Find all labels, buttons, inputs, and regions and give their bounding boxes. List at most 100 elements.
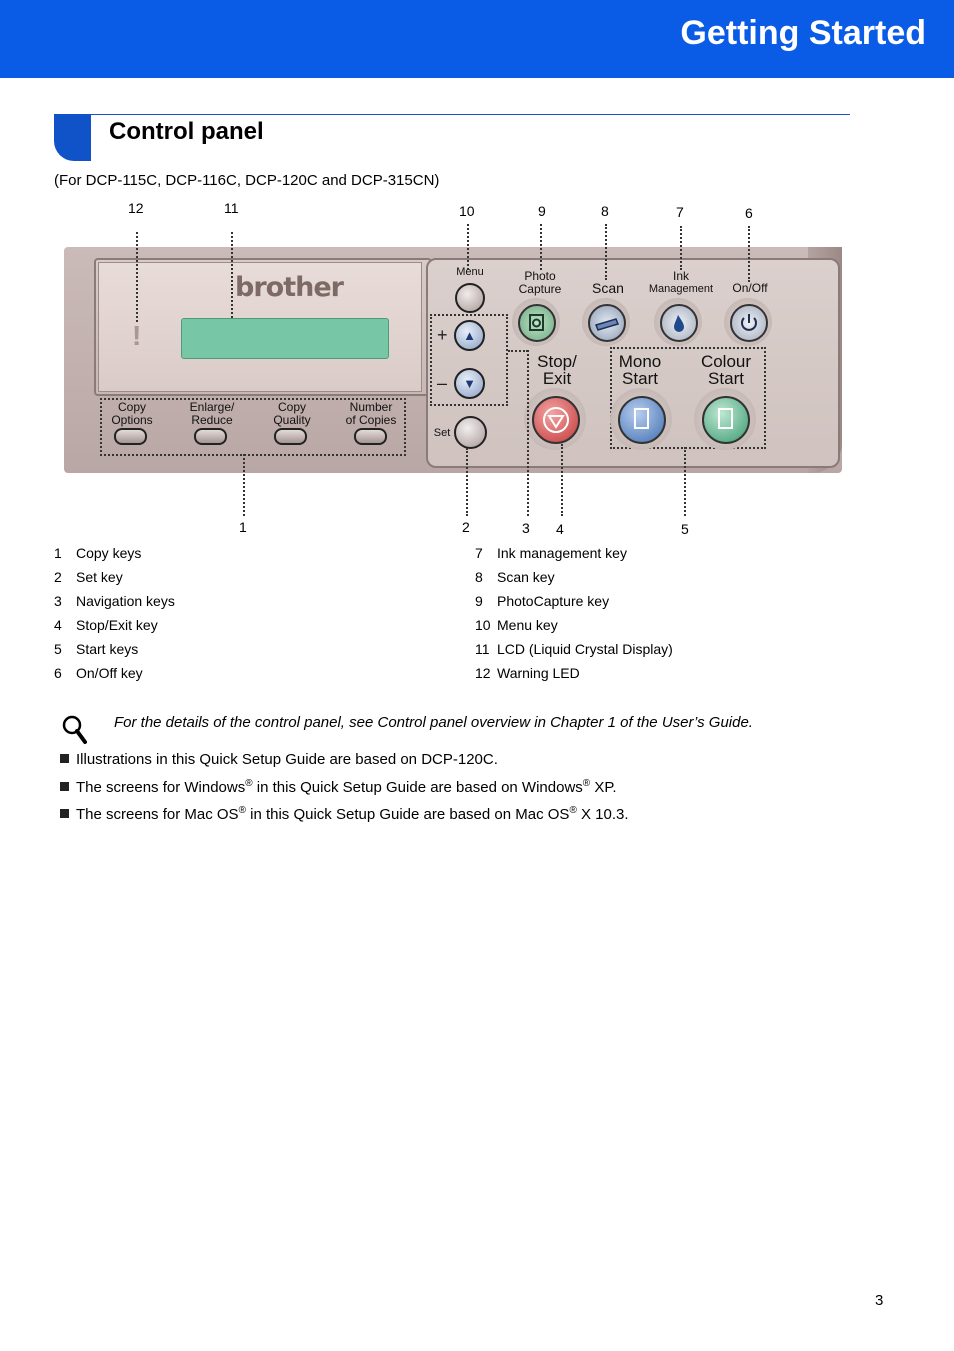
start-keys-group — [610, 347, 766, 449]
callout-9: 9 — [538, 203, 546, 219]
leader-3 — [527, 350, 529, 516]
photo-capture-label: Photo Capture — [518, 269, 562, 296]
scan-label: Scan — [592, 280, 624, 296]
set-label: Set — [433, 427, 451, 439]
on-off-button[interactable] — [730, 304, 768, 342]
bullet-square-icon — [60, 754, 69, 763]
bullet-list: Illustrations in this Quick Setup Guide … — [60, 748, 629, 827]
leader-8 — [605, 224, 607, 280]
callout-11: 11 — [224, 200, 239, 216]
leader-11 — [231, 232, 233, 318]
leader-5 — [684, 447, 686, 516]
section-rule — [54, 114, 850, 115]
copy-options-button[interactable] — [114, 428, 147, 445]
plus-sign: + — [437, 325, 448, 345]
power-icon — [741, 314, 757, 331]
leader-2 — [466, 448, 468, 516]
magnifier-icon — [62, 715, 87, 744]
brother-logo: brother — [235, 272, 344, 303]
mono-start-label: Mono Start — [618, 352, 662, 388]
callout-10: 10 — [459, 203, 475, 219]
set-button[interactable] — [454, 416, 487, 449]
copy-options-label: Copy Options — [111, 400, 153, 427]
callout-12: 12 — [128, 200, 144, 216]
bullet-square-icon — [60, 781, 69, 791]
down-arrow-icon: ▼ — [463, 376, 476, 391]
menu-label: Menu — [456, 266, 484, 278]
photo-capture-button[interactable] — [518, 304, 556, 342]
stop-exit-label: Stop/ Exit — [537, 352, 577, 388]
callout-2: 2 — [462, 519, 470, 535]
callout-6: 6 — [745, 205, 753, 221]
ink-drop-icon — [674, 315, 684, 332]
callout-7: 7 — [676, 204, 684, 220]
number-of-copies-label: Number of Copies — [345, 400, 397, 427]
menu-button[interactable] — [455, 283, 485, 313]
bullet-square-icon — [60, 809, 69, 818]
page-header: Getting Started — [0, 0, 954, 78]
mono-copy-icon — [634, 408, 649, 429]
up-arrow-icon: ▲ — [463, 328, 476, 343]
navigation-keys-group — [430, 314, 508, 406]
section-tab-marker — [54, 114, 91, 161]
nav-connector — [508, 350, 528, 352]
bullet-item: The screens for Windows® in this Quick S… — [60, 772, 629, 800]
section-title: Control panel — [109, 118, 264, 145]
leader-1 — [243, 454, 245, 516]
callout-3: 3 — [522, 520, 530, 536]
callout-4: 4 — [556, 521, 564, 537]
leader-9 — [540, 224, 542, 270]
leader-4 — [561, 444, 563, 516]
up-arrow-button[interactable]: ▲ — [454, 320, 485, 351]
on-off-label: On/Off — [732, 281, 768, 295]
copy-quality-button[interactable] — [274, 428, 307, 445]
page-number: 3 — [875, 1292, 884, 1309]
stop-exit-button[interactable] — [532, 396, 580, 444]
copy-quality-label: Copy Quality — [273, 400, 311, 427]
minus-sign: – — [437, 373, 448, 393]
callout-8: 8 — [601, 203, 609, 219]
lcd-display — [181, 318, 389, 359]
colour-start-button[interactable] — [702, 396, 750, 444]
leader-6 — [748, 226, 750, 282]
callout-5: 5 — [681, 521, 689, 537]
leader-7 — [680, 226, 682, 270]
mono-start-button[interactable] — [618, 396, 666, 444]
warning-led: ! — [132, 320, 142, 351]
ink-management-label: Ink Management — [648, 269, 714, 296]
bullet-item: The screens for Mac OS® in this Quick Se… — [60, 799, 629, 827]
header-title: Getting Started — [680, 14, 926, 52]
scanner-icon — [594, 318, 620, 331]
stop-icon — [543, 407, 569, 433]
ink-management-button[interactable] — [660, 304, 698, 342]
copy-keys-group — [100, 398, 406, 456]
scan-button[interactable] — [588, 304, 626, 342]
leader-10 — [467, 224, 469, 270]
photo-card-icon — [529, 314, 544, 331]
leader-12 — [136, 232, 138, 322]
bullet-item: Illustrations in this Quick Setup Guide … — [60, 748, 629, 772]
down-arrow-button[interactable]: ▼ — [454, 368, 485, 399]
enlarge-reduce-button[interactable] — [194, 428, 227, 445]
number-of-copies-button[interactable] — [354, 428, 387, 445]
note-text: For the details of the control panel, se… — [114, 714, 753, 731]
models-note: (For DCP-115C, DCP-116C, DCP-120C and DC… — [54, 172, 440, 189]
callout-1: 1 — [239, 519, 247, 535]
colour-copy-icon — [718, 408, 733, 429]
enlarge-reduce-label: Enlarge/ Reduce — [189, 400, 235, 427]
colour-start-label: Colour Start — [700, 352, 752, 388]
